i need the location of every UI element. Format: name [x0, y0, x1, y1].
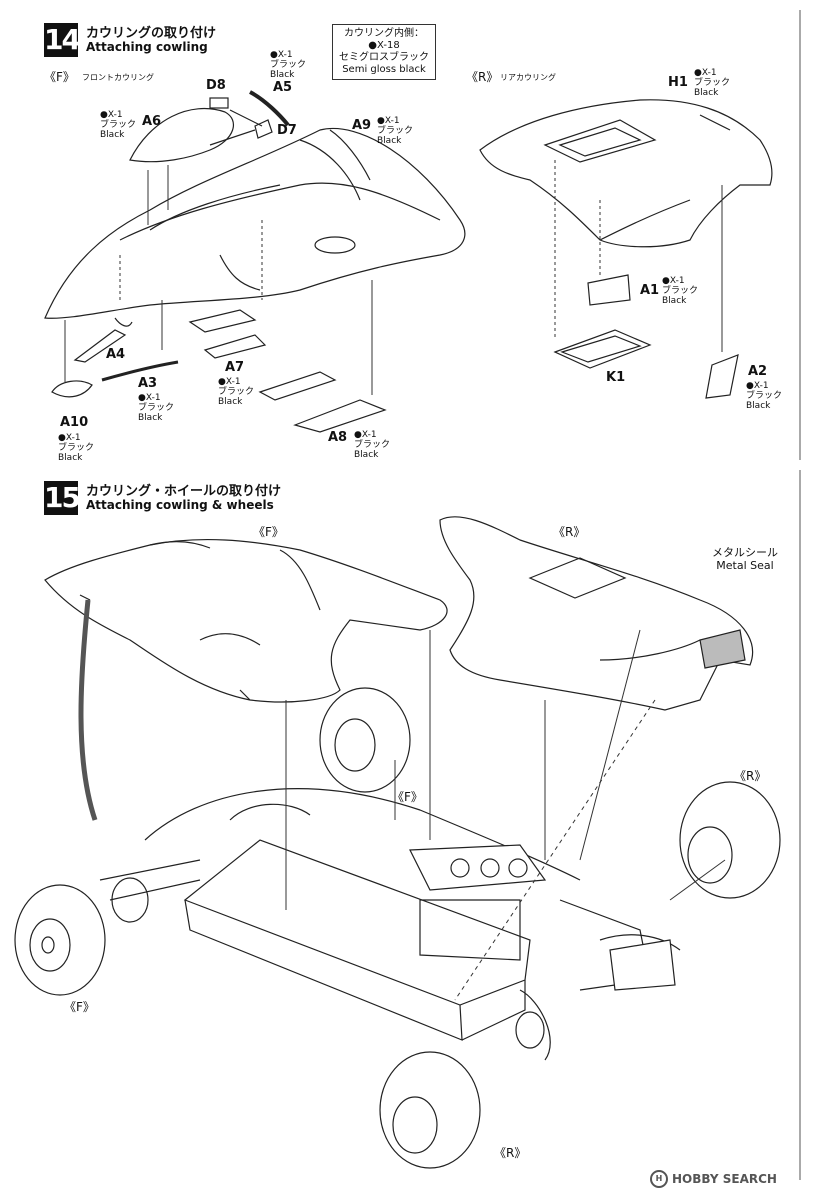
- part-a9: A9: [352, 118, 372, 133]
- rear-cowling-assembly: [439, 516, 754, 711]
- mark-rear-cowling: 《R》: [553, 525, 586, 539]
- mark-front-cowling: 《F》: [253, 525, 284, 539]
- guide-lines-rear: [554, 160, 723, 352]
- watermark-text: HOBBY SEARCH: [672, 1172, 777, 1186]
- paint-callout-a6: X-1 ブラック Black: [100, 110, 136, 140]
- front-view-label: フロントカウリング: [82, 73, 154, 82]
- guide-lines-step15: [78, 599, 726, 1001]
- note-line-3: セミグロスブラック: [339, 52, 429, 63]
- part-a2: A2: [748, 364, 768, 379]
- front-view-mark: 《F》: [44, 70, 75, 84]
- part-a1: A1: [640, 283, 660, 298]
- part-a6: A6: [142, 114, 162, 129]
- note-line-4: Semi gloss black: [342, 64, 426, 75]
- part-k1: K1: [606, 370, 626, 385]
- step-14-title-en: Attaching cowling: [86, 40, 208, 54]
- paint-callout-a2: X-1 ブラック Black: [746, 381, 782, 411]
- step-14-number: 14: [44, 23, 81, 57]
- step-15-number: 15: [44, 481, 81, 515]
- interior-paint-note: カウリング内側： ●X-18 セミグロスブラック Semi gloss blac…: [332, 24, 436, 80]
- paint-callout-a10: X-1 ブラック Black: [58, 433, 94, 463]
- front-cowling-drawing: [44, 128, 466, 319]
- part-a3: A3: [138, 376, 158, 391]
- part-h1: H1: [668, 75, 688, 90]
- paint-callout-a9: X-1 ブラック Black: [377, 116, 413, 146]
- wheels-drawing: [14, 687, 781, 1169]
- part-a4: A4: [106, 347, 126, 362]
- note-line-1: カウリング内側：: [344, 28, 424, 39]
- note-line-2: ●X-18: [368, 40, 400, 51]
- guide-lines-front: [64, 165, 373, 395]
- part-d7: D7: [277, 123, 297, 138]
- part-d8: D8: [206, 78, 226, 93]
- hobby-search-logo-icon: H: [650, 1170, 668, 1188]
- paint-callout-a3: X-1 ブラック Black: [138, 393, 174, 423]
- mark-front-wheel-right: 《F》: [392, 790, 423, 804]
- part-a5: A5: [273, 80, 293, 95]
- rear-view-label: リアカウリング: [500, 73, 556, 82]
- paint-callout-a1: X-1 ブラック Black: [662, 276, 698, 306]
- step-14-title-jp: カウリングの取り付け: [86, 26, 217, 41]
- rear-cowling-drawing: [479, 99, 773, 248]
- part-a10: A10: [60, 415, 89, 430]
- paint-callout-h1: X-1 ブラック Black: [694, 68, 730, 98]
- paint-callout-a5: X-1 ブラック Black: [270, 50, 306, 80]
- step-15-title-jp: カウリング・ホイールの取り付け: [86, 484, 282, 499]
- part-a7: A7: [225, 360, 245, 375]
- metal-seal-label: メタルシール Metal Seal: [712, 546, 778, 572]
- part-a8: A8: [328, 430, 348, 445]
- front-cowling-assembly: [44, 538, 448, 703]
- paint-callout-a7: X-1 ブラック Black: [218, 377, 254, 407]
- mark-rear-wheel-left: 《R》: [494, 1146, 527, 1160]
- rear-view-mark: 《R》: [466, 70, 499, 84]
- step-15-title-en: Attaching cowling & wheels: [86, 498, 274, 512]
- mark-rear-wheel-right: 《R》: [734, 769, 767, 783]
- paint-callout-a8: X-1 ブラック Black: [354, 430, 390, 460]
- chassis-drawing: [99, 788, 681, 1061]
- mark-front-wheel-left: 《F》: [64, 1000, 95, 1014]
